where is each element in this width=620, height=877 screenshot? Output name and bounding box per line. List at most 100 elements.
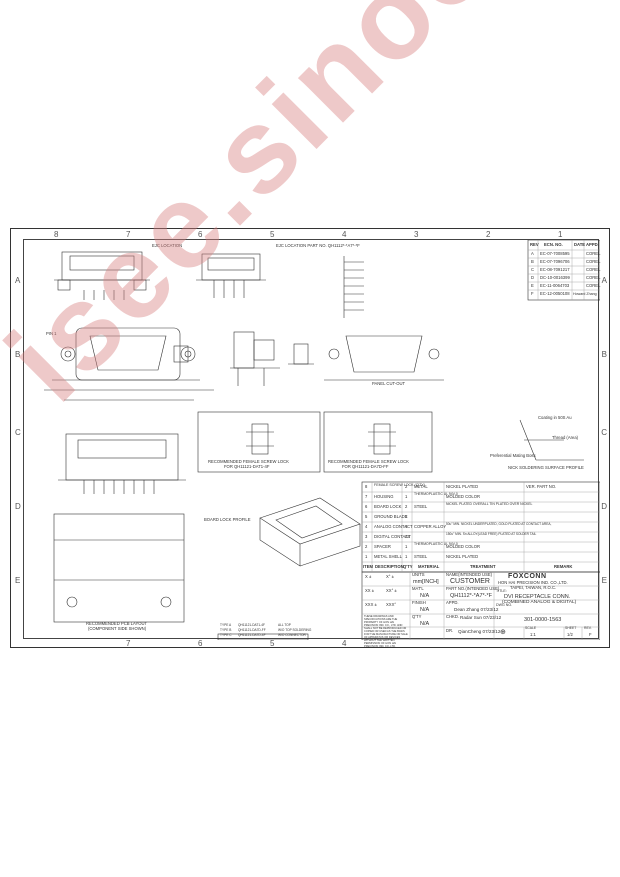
dwg-value: 301-0000-1563 [524, 617, 562, 623]
rev-row-appd: COREL [586, 267, 601, 272]
bom-item-material: STEEL [414, 554, 428, 559]
front-view-housing [69, 255, 135, 271]
bom-item-qty: 1 [405, 544, 408, 549]
appd-value: Dean Zhang 07/23/12 [454, 607, 499, 612]
bom-item-qty: 24 [405, 534, 410, 539]
zone-column-label: 1 [558, 230, 563, 239]
screw-lock-box-2 [323, 411, 433, 473]
confidential-note: THESE DRAWINGS AND SPECIFICATIONS ARE TH… [364, 615, 408, 648]
projection-symbol-icon: ⊕ [500, 629, 506, 636]
bom-item-no: 2 [365, 544, 368, 549]
sheet-label: SHEET [565, 626, 577, 630]
zone-column-label: 6 [198, 230, 203, 239]
bom-col-treatment: TREATMENT [470, 564, 496, 569]
rev-row-rev: D [531, 275, 535, 280]
bom-col-item: ITEM [363, 564, 374, 569]
bom-item-treatment: 50u" MIN. NICKEL UNDERPLATED, GOLD PLATE… [446, 522, 552, 526]
screw-lock-box-1 [197, 411, 321, 473]
part-value: QH1112*-*A7*-*F [450, 593, 492, 599]
type-row-part: QH11121-DAT1-4F [238, 623, 265, 627]
bom-item-qty: 1 [405, 514, 408, 519]
bom-item-no: 3 [365, 534, 368, 539]
pcb-layout-label: RECOMMENDED PCB LAYOUT [86, 621, 148, 626]
appd-label: APPD. [446, 600, 459, 605]
rev-value: F [589, 632, 592, 637]
zone-column-label: 8 [54, 230, 59, 239]
bom-item-treatment: NICKEL PLATED OVERALL TIN PLATED OVER NI… [446, 502, 533, 506]
drawing-sheet: 8 7 6 5 4 3 2 1 7 6 5 4 A B C D E A B C … [10, 228, 610, 648]
bom-item-no: 5 [365, 514, 368, 519]
bom-item-treatment: NICKEL PLATED [446, 554, 479, 559]
zone-column-label: 7 [126, 230, 131, 239]
tol-x: X ± [365, 574, 372, 579]
type-row: TYPE C [220, 633, 232, 637]
bom-item-no: 1 [365, 554, 368, 559]
finish-value: N/A [420, 607, 430, 613]
panel-cutout-shape [345, 335, 423, 373]
zone-row-label: E [601, 576, 607, 585]
panel-cutout-label: PANEL CUT-OUT [372, 381, 406, 386]
revision-table-frame [527, 240, 600, 301]
tol-angle: X° ± [386, 574, 394, 579]
rev-row-rev: A [531, 251, 534, 256]
part-label: PART NO.(INTENDED USE) [446, 586, 500, 591]
chkd-label: CHKD. [446, 614, 460, 619]
zone-row-label: A [601, 276, 607, 285]
board-lock-note: BOARD LOCK PROFILE [204, 517, 251, 522]
bom-item-desc: FEMALE SCREW LOCK (Q'TY) [374, 483, 426, 487]
rev-row-ecn: EC-07-7008595 [540, 251, 570, 256]
bom-item-desc: ANALOG CONTACT [374, 524, 413, 529]
title-line-2: (COMBINED ANALOG & DIGITAL) [502, 600, 577, 605]
screw-lock-1-sub: FOR QH11121-DAT1-4F [224, 464, 270, 469]
bom-item-qty: 1 [405, 554, 408, 559]
bom-side-header: VER. PART NO. [526, 484, 557, 489]
bom-col-qty: Q'TY [403, 564, 413, 569]
bom-item-qty: 2 [405, 484, 408, 489]
type-row-part: QH11121-DA7D-FF [238, 628, 266, 632]
title-block-frame [361, 571, 600, 640]
type-row-desc: W/O TOP SOLDERING [278, 628, 312, 632]
ejc-location-label: EJC LOCATION [152, 243, 183, 248]
units-label: UNITS [412, 572, 425, 577]
tol-xxxangle: XXX° [386, 602, 397, 607]
bom-col-description: DESCRIPTION [375, 564, 404, 569]
bom-item-material: COPPER ALLOY [414, 524, 447, 529]
drawing-frame: 8 7 6 5 4 3 2 1 7 6 5 4 A B C D E A B C … [15, 230, 607, 648]
rev-row-ecn: EC-08-7091217 [540, 267, 570, 272]
zone-column-label: 4 [342, 230, 347, 239]
rev-row-rev: E [531, 283, 534, 288]
scale-value: 1:1 [530, 632, 536, 637]
bom-item-desc: BOARD LOCK [374, 504, 402, 509]
qty-value: N/A [420, 621, 430, 627]
rev-row-ecn: DC-10-0016399 [540, 275, 570, 280]
rev-row-appd: Howard Zhang [573, 292, 597, 296]
screw-lock-2-sub: FOR QH11121-DA7D-FF [342, 464, 389, 469]
bom-col-remark: REMARK [554, 564, 573, 569]
bom-item-no: 4 [365, 524, 368, 529]
isometric-connector [259, 497, 361, 545]
zone-row-label: B [15, 350, 21, 359]
rev-row-rev: F [531, 291, 534, 296]
type-row-part: QH11121-DA7D-4F [238, 633, 266, 637]
zone-row-label: A [15, 276, 21, 285]
rev-row-ecn: EC-07-7096706 [540, 259, 570, 264]
bom-item-material: THERMOPLASTIC UL 94V-0 [414, 492, 458, 496]
rev-row-appd: COREL [586, 275, 601, 280]
zone-column-label: 4 [342, 639, 347, 648]
matl-value: N/A [420, 593, 430, 599]
matl-label: MAT'L [412, 586, 424, 591]
bottom-front-view [65, 433, 179, 481]
bom-item-treatment: MOLDED COLOR [446, 544, 480, 549]
scale-label: SCALE [525, 626, 537, 630]
bom-item-desc: DIGITAL CONTACT [374, 534, 411, 539]
zone-column-label: 6 [198, 639, 203, 648]
screw-lock-1-label: RECOMMENDED FEMALE SCREW LOCK [208, 459, 289, 464]
type-row: TYPE A [220, 623, 232, 627]
bom-item-no: 7 [365, 494, 368, 499]
rev-col-rev: REV [530, 242, 539, 247]
bom-item-qty: 1 [405, 494, 408, 499]
zone-column-label: 5 [270, 639, 275, 648]
company-city: TAIPEI, TAIWAN, R.O.C. [510, 585, 557, 590]
sheet-value: 1/2 [567, 632, 573, 637]
rev-row-ecn: EC-12-0050108 [540, 291, 570, 296]
